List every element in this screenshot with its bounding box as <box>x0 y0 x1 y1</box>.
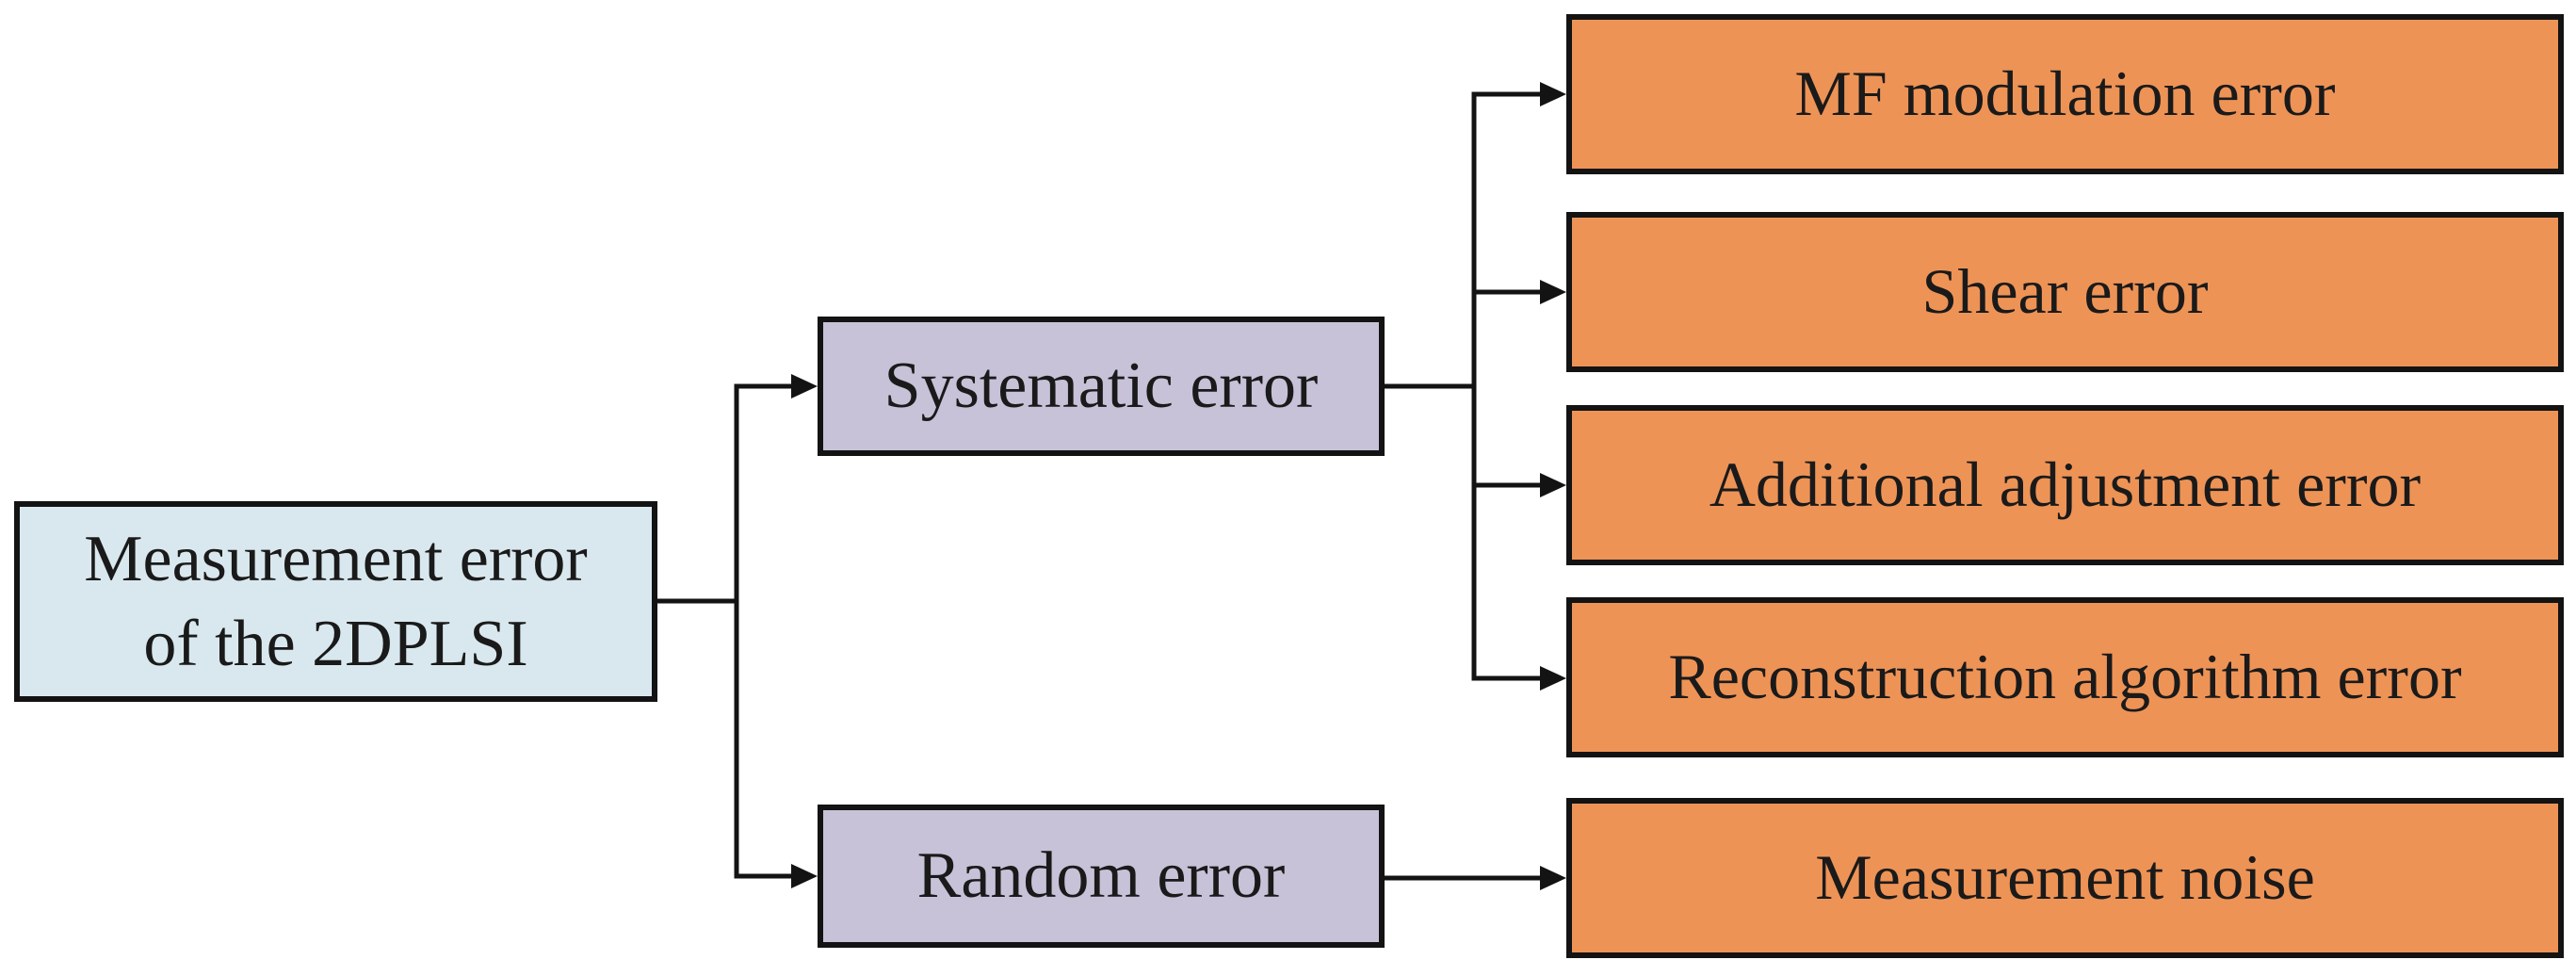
arrowhead-systematic <box>791 374 818 399</box>
root-label-line1: Measurement error <box>84 522 588 595</box>
branch-box-systematic-error: Systematic error <box>818 317 1385 456</box>
leaf-label-shear-error: Shear error <box>1921 255 2209 328</box>
connector-paths <box>655 91 1544 881</box>
leaf-label-additional-adjustment-error: Additional adjustment error <box>1709 448 2422 521</box>
arrowhead-leaf-1 <box>1540 82 1566 106</box>
arrowhead-leaf-3 <box>1540 473 1566 497</box>
branch-label-random-error: Random error <box>916 839 1286 913</box>
arrowhead-random <box>791 864 818 888</box>
leaf-box-shear-error: Shear error <box>1566 212 2564 372</box>
arrowhead-leaf-2 <box>1540 280 1566 304</box>
leaf-label-reconstruction-algorithm-error: Reconstruction algorithm error <box>1668 641 2462 713</box>
arrowhead-leaf-4 <box>1540 666 1566 691</box>
branch-box-random-error: Random error <box>818 805 1385 948</box>
root-box: Measurement error of the 2DPLSI <box>14 501 657 702</box>
leaf-box-mf-modulation-error: MF modulation error <box>1566 14 2564 174</box>
branch-label-systematic-error: Systematic error <box>883 350 1319 423</box>
leaf-label-mf-modulation-error: MF modulation error <box>1794 57 2336 130</box>
leaf-box-measurement-noise: Measurement noise <box>1566 798 2564 958</box>
leaf-label-measurement-noise: Measurement noise <box>1815 841 2315 914</box>
arrowheads <box>791 82 1566 890</box>
leaf-box-reconstruction-algorithm-error: Reconstruction algorithm error <box>1566 597 2564 757</box>
root-label-line2: of the 2DPLSI <box>143 607 528 680</box>
arrowhead-leaf-5 <box>1540 866 1566 890</box>
leaf-box-additional-adjustment-error: Additional adjustment error <box>1566 405 2564 565</box>
